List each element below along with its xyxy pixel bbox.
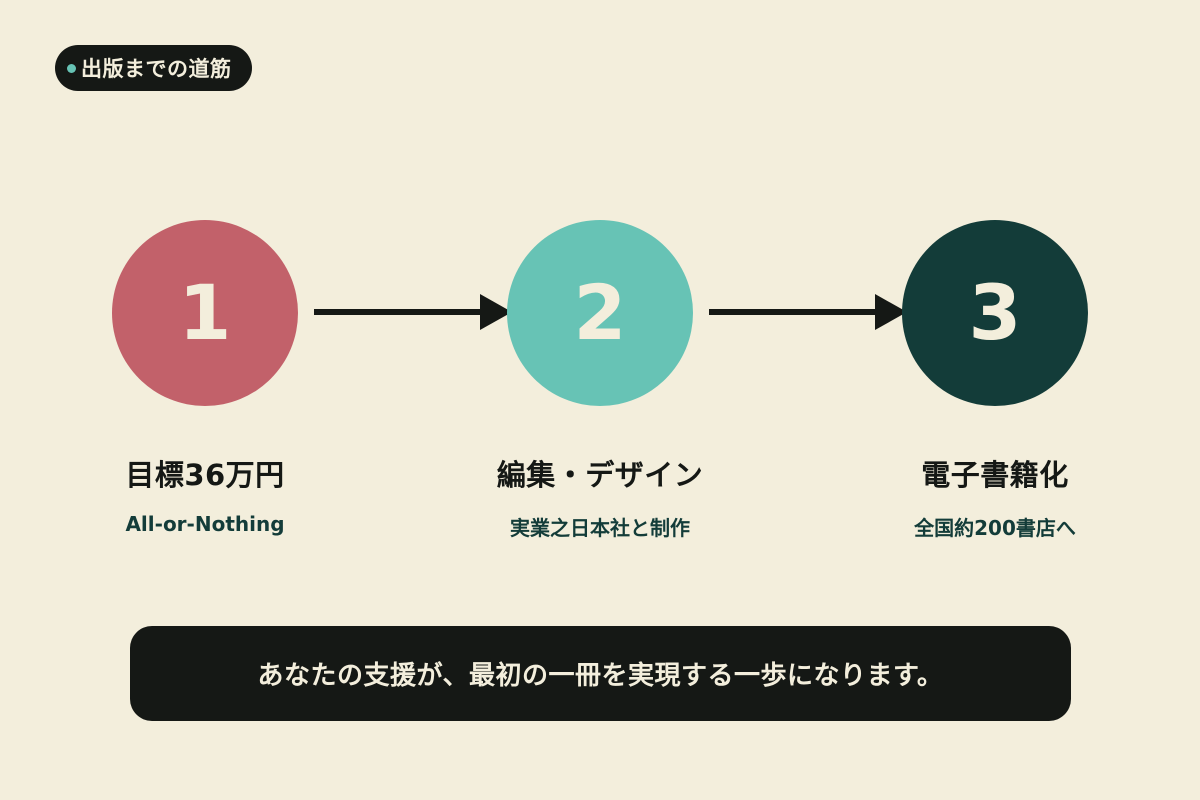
arrow-right-icon bbox=[709, 294, 907, 330]
step-3-number: 3 bbox=[968, 268, 1022, 357]
step-1-subtitle: All-or-Nothing bbox=[125, 512, 285, 536]
step-1-number: 1 bbox=[178, 268, 232, 357]
tag-dot-icon bbox=[67, 63, 76, 73]
arrow-right-icon bbox=[314, 294, 512, 330]
step-3-circle: 3 bbox=[902, 220, 1088, 406]
section-tag: 出版までの道筋 bbox=[55, 45, 252, 91]
section-tag-label: 出版までの道筋 bbox=[81, 57, 232, 81]
step-2-number: 2 bbox=[573, 268, 627, 357]
step-3-title: 電子書籍化 bbox=[921, 458, 1069, 492]
step-1-title: 目標36万円 bbox=[125, 458, 285, 492]
message-banner: あなたの支援が、最初の一冊を実現する一歩になります。 bbox=[130, 626, 1071, 721]
step-2-circle: 2 bbox=[507, 220, 693, 406]
step-3-subtitle: 全国約200書店へ bbox=[914, 516, 1076, 540]
step-2-title: 編集・デザイン bbox=[496, 458, 704, 492]
banner-message: あなたの支援が、最初の一冊を実現する一歩になります。 bbox=[257, 661, 944, 691]
step-2-subtitle: 実業之日本社と制作 bbox=[510, 516, 690, 540]
step-1-circle: 1 bbox=[112, 220, 298, 406]
